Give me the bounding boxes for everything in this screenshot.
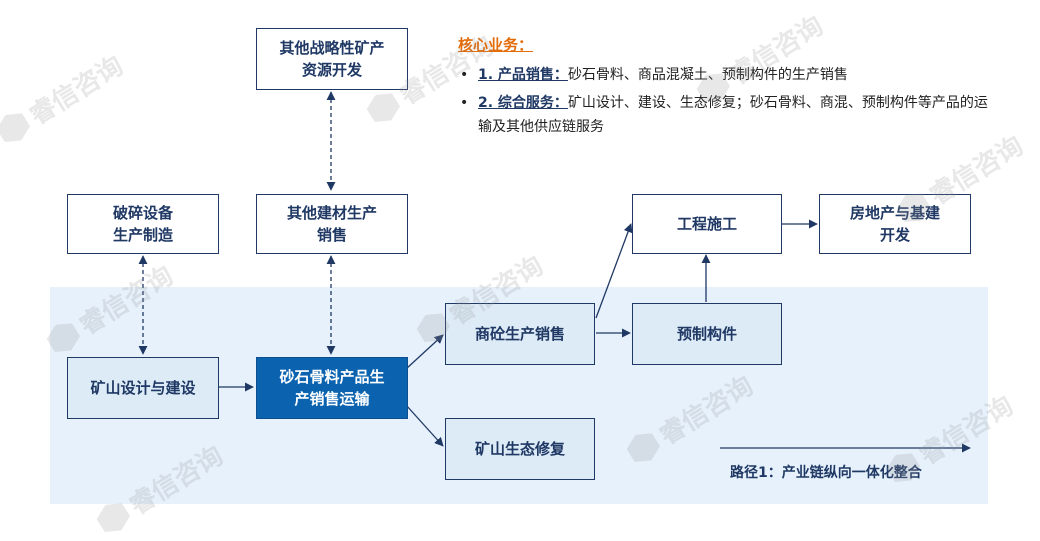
core-item-text: 砂石骨料、商品混凝土、预制构件的生产销售 — [567, 67, 848, 83]
core-item-text: 矿山设计、建设、生态修复；砂石骨料、商混、预制构件等产品的运输及其他供应链服务 — [478, 95, 988, 135]
node-concrete-sales: 商砼生产销售 — [445, 303, 595, 365]
link-core-to-concrete — [405, 334, 444, 370]
node-mine-design: 矿山设计与建设 — [67, 357, 219, 419]
core-item-label: 2. 综合服务： — [478, 95, 568, 111]
node-aggregate-core: 砂石骨料产品生产销售运输 — [256, 357, 408, 419]
node-other-building-materials: 其他建材生产销售 — [256, 194, 408, 254]
node-engineering: 工程施工 — [632, 194, 782, 254]
core-business-item: • 1. 产品销售：砂石骨料、商品混凝土、预制构件的生产销售 — [458, 63, 998, 87]
core-business-item: • 2. 综合服务：矿山设计、建设、生态修复；砂石骨料、商混、预制构件等产品的运… — [458, 91, 998, 139]
core-business-title: 核心业务： — [458, 36, 534, 54]
node-eco-restoration: 矿山生态修复 — [445, 418, 595, 480]
node-crushing-equipment: 破碎设备生产制造 — [67, 194, 219, 254]
bullet-icon: • — [460, 67, 469, 83]
node-prefab: 预制构件 — [632, 303, 782, 365]
core-item-label: 1. 产品销售： — [478, 67, 568, 83]
link-concrete-to-engineering — [595, 223, 633, 319]
path-label: 路径1：产业链纵向一体化整合 — [730, 465, 922, 481]
link-core-to-eco — [405, 404, 444, 447]
node-strategic-minerals: 其他战略性矿产资源开发 — [256, 28, 408, 90]
node-real-estate: 房地产与基建开发 — [819, 194, 971, 254]
bullet-icon: • — [460, 95, 469, 111]
core-business-panel: 核心业务： • 1. 产品销售：砂石骨料、商品混凝土、预制构件的生产销售 • 2… — [458, 34, 998, 143]
